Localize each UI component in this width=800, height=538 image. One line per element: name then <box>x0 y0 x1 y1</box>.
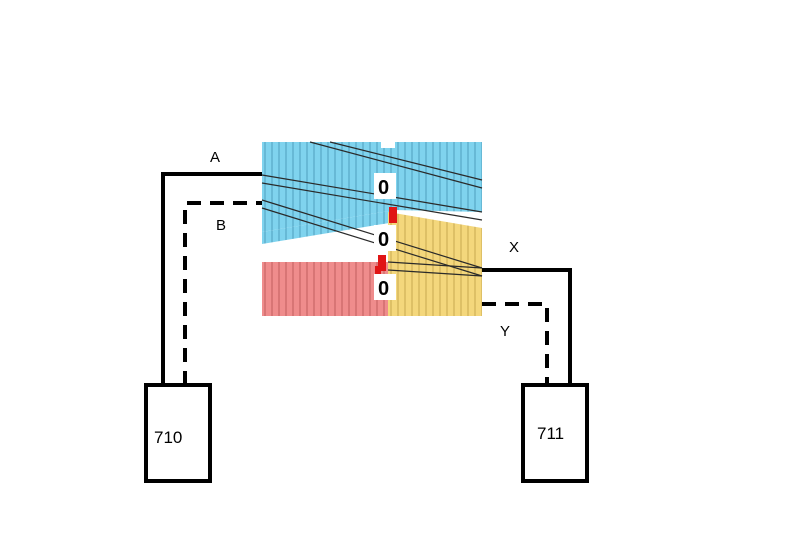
wire-label-y: Y <box>500 323 510 340</box>
box-711-label: 711 <box>537 424 564 443</box>
joint-marker <box>378 255 386 271</box>
red-track-section <box>262 262 388 316</box>
label-tab <box>381 142 395 148</box>
rail-line <box>261 182 483 221</box>
label-tab <box>374 173 396 199</box>
wire-y <box>482 302 549 385</box>
track-label: 0 <box>378 177 389 199</box>
rail-line <box>387 269 483 277</box>
label-tab <box>374 274 396 300</box>
wire-x <box>482 268 572 385</box>
rail-line <box>329 141 483 181</box>
wire-label-b: B <box>216 217 226 234</box>
track-plan: 0 0 0 <box>261 141 483 316</box>
box-710 <box>144 383 212 483</box>
joint-marker <box>389 207 397 223</box>
box-711 <box>521 383 589 483</box>
wire-label-x: X <box>509 239 519 256</box>
box-710-label: 710 <box>154 428 182 447</box>
rail-line <box>387 261 483 269</box>
rail-line <box>261 207 483 277</box>
blue-track-section <box>262 142 482 232</box>
joint-marker <box>375 266 381 276</box>
blue-track-tail <box>262 210 395 244</box>
wire-b <box>183 201 262 385</box>
wire-label-a: A <box>210 149 220 166</box>
rail-line <box>261 174 483 213</box>
rail-line <box>309 141 483 189</box>
label-tab <box>374 225 396 251</box>
track-label: 0 <box>378 229 389 251</box>
yellow-track-section <box>388 212 482 316</box>
track-label: 0 <box>378 278 389 300</box>
wire-a <box>161 172 262 385</box>
rail-line <box>261 199 483 269</box>
